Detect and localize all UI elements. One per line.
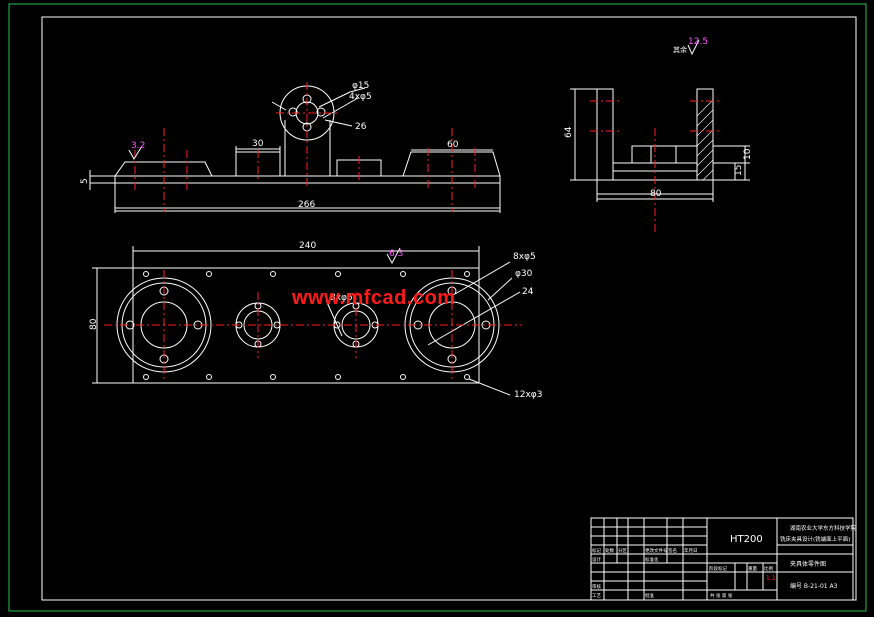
drawing-name: 夹具体零件图 — [790, 560, 826, 568]
scale-value: 1:1 — [766, 575, 776, 582]
dim-front-hole-count: 4xφ5 — [349, 92, 372, 102]
label-stage: 阶段标记 — [709, 565, 727, 572]
side-view — [570, 88, 750, 202]
drawing-title: 铣床夹具设计(铣端面上平面) — [780, 535, 850, 543]
dim-top-bolt: 24 — [522, 287, 534, 297]
dim-side-h2: 15 — [734, 165, 744, 176]
side-view-centerlines — [590, 100, 720, 232]
roughness-top: 6.3 — [389, 249, 403, 259]
dim-top-large-dia: φ30 — [515, 269, 533, 279]
label-count: 处数 — [605, 547, 614, 554]
label-weight: 重量 — [748, 565, 757, 572]
top-view-centerlines — [104, 270, 522, 380]
dim-side-h1: 10 — [743, 148, 753, 160]
dim-front-bolt: 26 — [355, 122, 367, 132]
dim-front-hole-dia: φ15 — [352, 81, 369, 91]
label-standard: 标准化 — [645, 556, 659, 563]
dim-top-length: 240 — [299, 241, 316, 251]
material-label: HT200 — [730, 534, 763, 545]
front-view — [89, 85, 501, 213]
roughness-side: 12.5 — [688, 37, 708, 47]
roughness-note: 其余 — [673, 45, 687, 54]
label-ratio: 比例 — [764, 565, 773, 572]
label-mark: 标记 — [592, 547, 601, 554]
inner-frame — [41, 16, 857, 601]
school-name: 湖南农业大学东方科技学院 — [790, 524, 857, 532]
side-view-hatch — [696, 99, 714, 181]
dim-top-width: 80 — [89, 318, 99, 330]
dim-front-thickness: 5 — [80, 178, 90, 184]
dim-top-small-holes: 8xφ5 — [513, 252, 536, 262]
drawing-code: 编号 B-21-01 A3 — [790, 582, 838, 590]
label-change: 更改文件号 — [645, 547, 668, 554]
top-view — [92, 246, 521, 396]
title-block — [590, 517, 854, 601]
label-sheets: 共 张 第 张 — [710, 592, 733, 599]
dim-front-boss: 30 — [252, 139, 264, 149]
watermark: www.mfcad.com — [292, 287, 456, 309]
label-sign: 签名 — [668, 547, 677, 554]
dim-side-height: 64 — [564, 126, 574, 138]
dim-front-pad: 60 — [447, 140, 459, 150]
roughness-symbols — [128, 39, 700, 265]
outer-frame — [8, 3, 867, 612]
roughness-front: 3.2 — [131, 141, 145, 151]
dim-front-length: 266 — [298, 200, 315, 210]
label-process: 工艺 — [592, 593, 601, 599]
label-date: 年月日 — [684, 547, 698, 554]
dim-top-edge-holes: 12xφ3 — [514, 390, 542, 400]
label-zone: 分区 — [618, 547, 627, 554]
label-approve: 批准 — [645, 592, 654, 599]
dim-side-width: 80 — [650, 189, 662, 199]
dim-top-mid-holes: 8xφ5 — [330, 293, 353, 303]
front-view-centerlines — [134, 82, 476, 212]
label-review: 审核 — [592, 583, 601, 590]
label-design: 设计 — [592, 556, 601, 563]
